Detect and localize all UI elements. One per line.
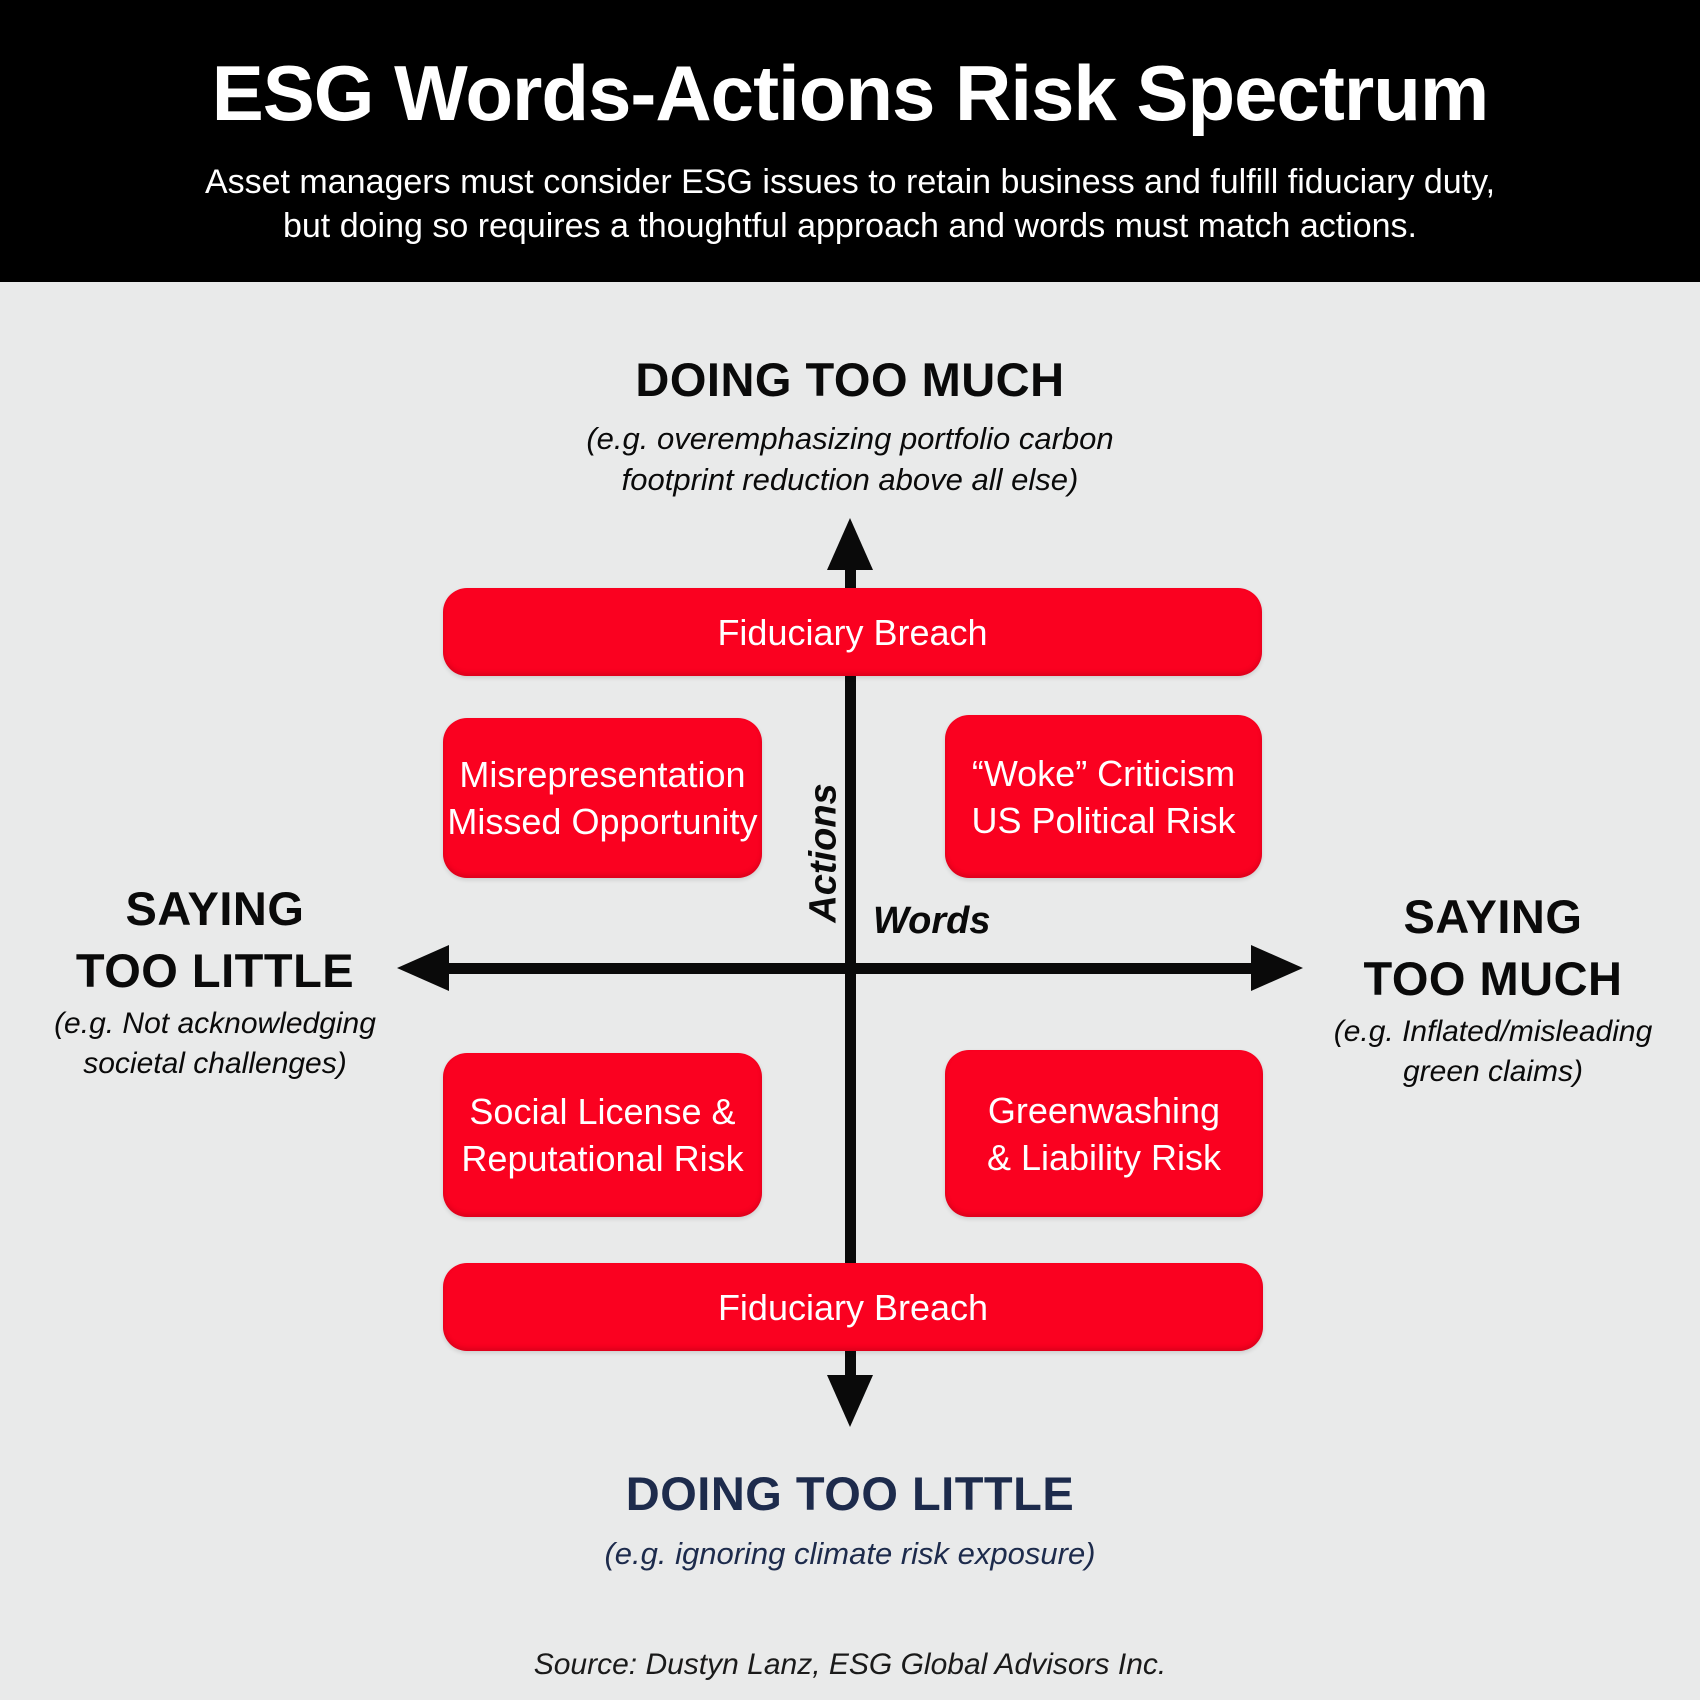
pole-left-example: (e.g. Not acknowledging societal challen…	[30, 1004, 400, 1084]
risk-box-fiduciary-breach-bottom-label: Fiduciary Breach	[717, 1286, 989, 1328]
pole-right-example: (e.g. Inflated/misleading green claims)	[1308, 1012, 1678, 1092]
pole-bottom-title: DOING TOO LITTLE	[625, 1467, 1075, 1520]
source-attribution: Source: Dustyn Lanz, ESG Global Advisors…	[533, 1648, 1167, 1681]
arrow-up-icon	[827, 518, 873, 570]
pole-right-title: SAYING TOO MUCH	[1308, 886, 1678, 1010]
risk-box-social-license-line-1: Social License &	[469, 1091, 736, 1132]
pole-top-title: DOING TOO MUCH	[635, 353, 1065, 406]
pole-left-example-line-1: (e.g. Not acknowledging	[54, 1007, 376, 1040]
risk-box-social-license-line-2: Reputational Risk	[461, 1138, 744, 1179]
risk-box-fiduciary-breach-bottom: Fiduciary Breach	[443, 1263, 1263, 1351]
pole-left-title: SAYING TOO LITTLE	[30, 878, 400, 1002]
page-subtitle-line-2: but doing so requires a thoughtful appro…	[282, 207, 1417, 245]
pole-left-title-line-2: TOO LITTLE	[75, 944, 355, 997]
risk-box-woke-criticism-line-1: “Woke” Criticism	[971, 752, 1236, 794]
pole-right-example-line-2: green claims)	[1402, 1055, 1584, 1088]
risk-box-misrepresentation-line-1: Misrepresentation	[459, 754, 746, 795]
pole-right-title-line-2: TOO MUCH	[1363, 952, 1623, 1005]
pole-left-title-line-1: SAYING	[125, 882, 305, 935]
arrow-down-icon	[827, 1375, 873, 1427]
risk-box-misrepresentation: Misrepresentation Missed Opportunity	[443, 718, 762, 878]
pole-bottom-example: (e.g. ignoring climate risk exposure)	[604, 1536, 1096, 1571]
page-title: ESG Words-Actions Risk Spectrum	[211, 49, 1490, 137]
page-subtitle-line-1: Asset managers must consider ESG issues …	[204, 163, 1496, 201]
risk-box-greenwashing-line-1: Greenwashing	[987, 1089, 1221, 1131]
pole-top-example: (e.g. overemphasizing portfolio carbon f…	[450, 418, 1250, 500]
risk-box-fiduciary-breach-top: Fiduciary Breach	[443, 588, 1262, 676]
arrow-right-icon	[1251, 945, 1303, 991]
pole-top-example-line-2: footprint reduction above all else)	[621, 462, 1079, 497]
words-axis-line	[440, 963, 1260, 974]
pole-right-title-line-1: SAYING	[1403, 890, 1583, 943]
page-subtitle: Asset managers must consider ESG issues …	[0, 160, 1700, 248]
risk-box-greenwashing: Greenwashing & Liability Risk	[945, 1050, 1263, 1217]
risk-box-fiduciary-breach-top-label: Fiduciary Breach	[717, 611, 988, 653]
arrow-left-icon	[397, 945, 449, 991]
risk-box-misrepresentation-line-2: Missed Opportunity	[447, 801, 758, 842]
pole-left-example-line-2: societal challenges)	[83, 1047, 347, 1080]
risk-box-woke-criticism: “Woke” Criticism US Political Risk	[945, 715, 1262, 878]
risk-box-social-license: Social License & Reputational Risk	[443, 1053, 762, 1217]
header-band: ESG Words-Actions Risk Spectrum Asset ma…	[0, 0, 1700, 282]
risk-box-greenwashing-line-2: & Liability Risk	[986, 1136, 1222, 1178]
words-axis-label: Words	[873, 900, 991, 942]
pole-top-example-line-1: (e.g. overemphasizing portfolio carbon	[586, 421, 1114, 456]
actions-axis-label: Actions	[802, 783, 845, 923]
risk-box-woke-criticism-line-2: US Political Risk	[971, 799, 1236, 841]
pole-right-example-line-1: (e.g. Inflated/misleading	[1333, 1015, 1653, 1048]
